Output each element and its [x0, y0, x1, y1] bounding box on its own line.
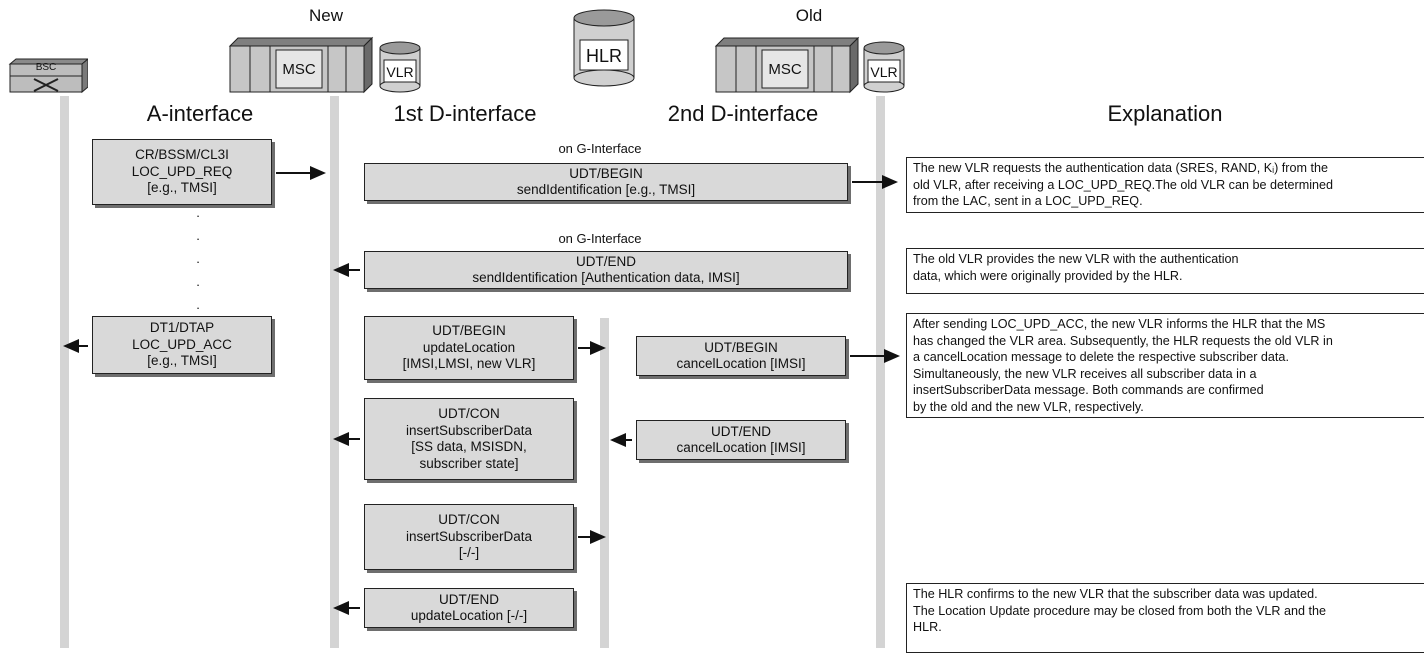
- header-1st-d-interface: 1st D-interface: [393, 101, 537, 126]
- bsc-label: BSC: [35, 62, 57, 73]
- msg-udt-end-cancellocation: UDT/END cancelLocation [IMSI]: [636, 420, 846, 460]
- old-vlr-label: VLR: [870, 64, 898, 80]
- new-vlr-label: VLR: [386, 64, 414, 80]
- lifeline-a-interface: [60, 96, 69, 648]
- msg-udt-begin-updatelocation: UDT/BEGIN updateLocation [IMSI,LMSI, new…: [364, 316, 574, 380]
- lifeline-2nd-d-interface: [600, 318, 609, 648]
- msg-udt-begin-sendidentification: UDT/BEGIN sendIdentification [e.g., TMSI…: [364, 163, 848, 201]
- arrow-right-loc-upd-req: [276, 166, 326, 180]
- header-2nd-d-interface: 2nd D-interface: [667, 101, 819, 126]
- arrow-left-sendidentification: [333, 263, 360, 277]
- hlr-label: HLR: [585, 46, 622, 66]
- arrow-right-cancellocation: [850, 349, 900, 363]
- msg-udt-end-updatelocation: UDT/END updateLocation [-/-]: [364, 588, 574, 628]
- arrow-left-insertsubscriberdata: [333, 432, 360, 446]
- msg-udt-begin-cancellocation: UDT/BEGIN cancelLocation [IMSI]: [636, 336, 846, 376]
- new-side-label: New: [308, 6, 343, 25]
- explanation-box-authentication-request: The new VLR requests the authentication …: [906, 157, 1424, 213]
- arrow-left-loc-upd-acc: [63, 339, 88, 353]
- old-side-label: Old: [795, 6, 823, 25]
- arrow-left-cancellocation: [610, 433, 632, 447]
- bsc-icon: [8, 58, 88, 94]
- ellipsis-dots: . . . . .: [196, 205, 200, 312]
- arrow-right-sendidentification: [852, 175, 898, 189]
- old-vlr-icon: [863, 41, 905, 93]
- explanation-box-location-update: After sending LOC_UPD_ACC, the new VLR i…: [906, 313, 1424, 418]
- lifeline-explanation: [876, 96, 885, 648]
- header-a-interface: A-interface: [146, 101, 254, 126]
- msg-udt-end-sendidentification: UDT/END sendIdentification [Authenticati…: [364, 251, 848, 289]
- arrow-right-updatelocation: [578, 341, 606, 355]
- hlr-icon: [573, 9, 635, 87]
- msg-dt1-dtap-loc-upd-acc: DT1/DTAP LOC_UPD_ACC [e.g., TMSI]: [92, 316, 272, 374]
- g-interface-label: on G-Interface: [558, 231, 642, 246]
- old-msc-label: MSC: [768, 61, 802, 78]
- msg-udt-con-insertsubscriberdata-2: UDT/CON insertSubscriberData [-/-]: [364, 504, 574, 570]
- old-msc-icon: [714, 36, 860, 94]
- new-vlr-icon: [379, 41, 421, 93]
- arrow-right-insertsubscriberdata: [578, 530, 606, 544]
- explanation-box-confirmation: The HLR confirms to the new VLR that the…: [906, 583, 1424, 653]
- header-explanation: Explanation: [1107, 101, 1223, 126]
- msg-cr-bssm-loc-upd-req: CR/BSSM/CL3I LOC_UPD_REQ [e.g., TMSI]: [92, 139, 272, 205]
- new-msc-icon: [228, 36, 374, 94]
- g-interface-label: on G-Interface: [558, 141, 642, 156]
- new-msc-label: MSC: [282, 61, 316, 78]
- explanation-box-authentication-data: The old VLR provides the new VLR with th…: [906, 248, 1424, 294]
- msg-udt-con-insertsubscriberdata-1: UDT/CON insertSubscriberData [SS data, M…: [364, 398, 574, 480]
- arrow-left-updatelocation: [333, 601, 360, 615]
- lifeline-1st-d-interface: [330, 96, 339, 648]
